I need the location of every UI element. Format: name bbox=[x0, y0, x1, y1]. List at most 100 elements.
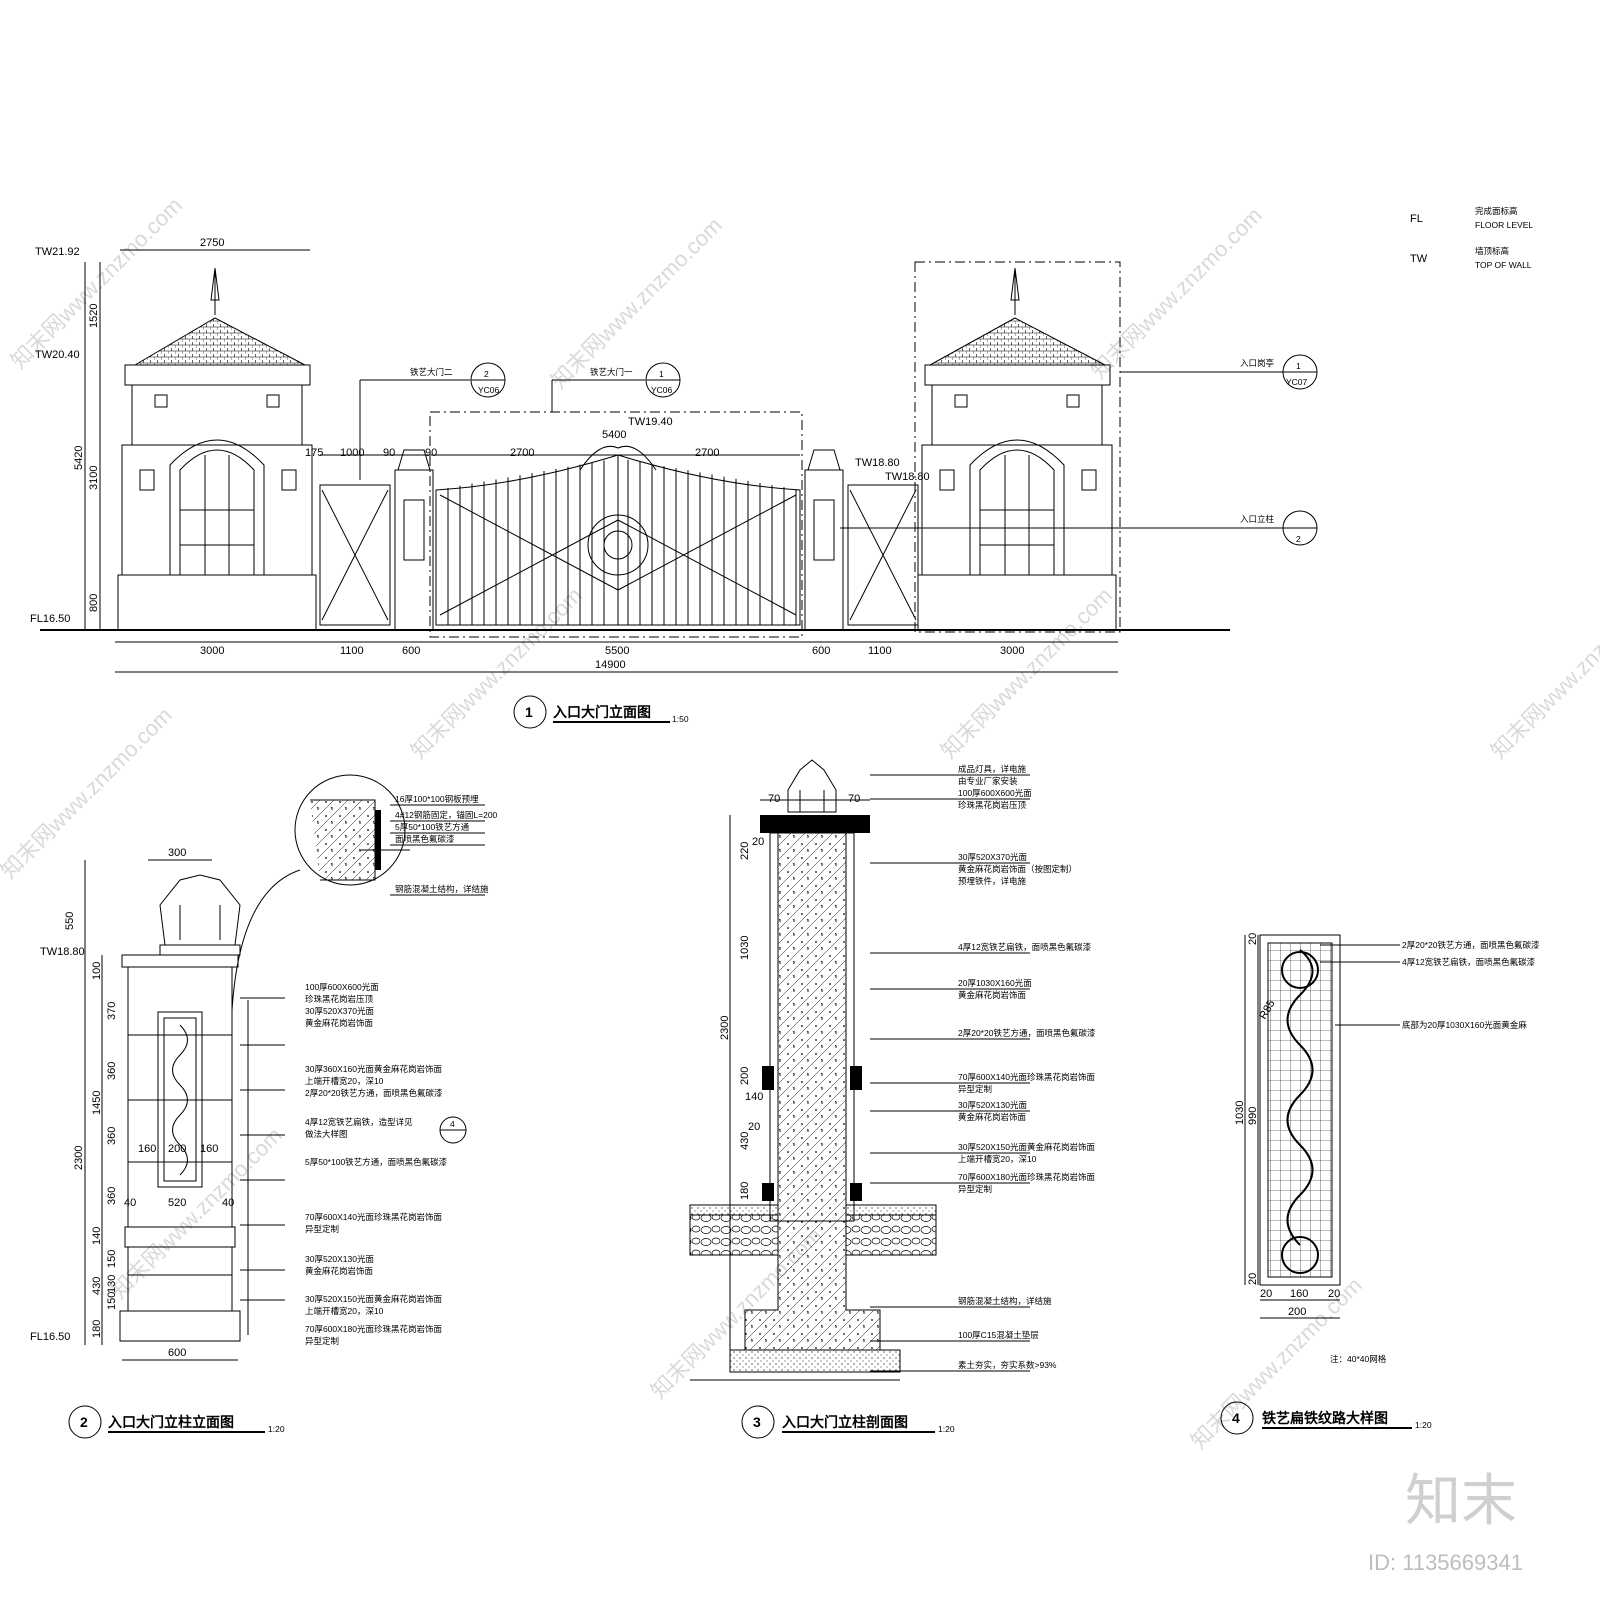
column-detail-note: 钢筋混凝土结构，详结施 bbox=[395, 884, 489, 894]
level-mark: TW21.92 bbox=[35, 246, 80, 258]
column-elev-notes: 100厚600X600光面珍珠黑花岗岩压顶30厚520X370光面黄金麻花岗岩饰… bbox=[305, 794, 498, 1346]
section-note: 100厚600X600光面 bbox=[958, 788, 1032, 798]
dim-left: 360 bbox=[106, 1127, 118, 1145]
section-note: 上端开槽宽20，深10 bbox=[958, 1154, 1037, 1164]
dim-top: 2750 bbox=[200, 237, 224, 249]
dim-bottom: 600 bbox=[402, 645, 420, 657]
callout-entrance-column: 入口立柱 2 bbox=[840, 510, 1318, 546]
section-note: 黄金麻花岗岩饰面（按图定制） bbox=[958, 864, 1077, 874]
dim-bottom: 5500 bbox=[605, 645, 629, 657]
title-number: 3 bbox=[753, 1414, 761, 1430]
dim-left: 1450 bbox=[91, 1091, 103, 1115]
title-marker bbox=[1220, 1401, 1254, 1435]
main-iron-gate bbox=[435, 445, 801, 626]
dim-top: 5400 bbox=[602, 429, 626, 441]
section-dim: 220 bbox=[739, 842, 751, 860]
dim-left: 150 bbox=[106, 1292, 118, 1310]
left-gate-column bbox=[394, 469, 434, 631]
svg-text:YC07: YC07 bbox=[1286, 377, 1308, 387]
dim-total: 14900 bbox=[595, 659, 626, 671]
dim-left: 1520 bbox=[88, 304, 100, 328]
level-mark: FL16.50 bbox=[30, 613, 70, 625]
section-note: 异型定制 bbox=[958, 1084, 992, 1094]
section-note: 黄金麻花岗岩饰面 bbox=[958, 990, 1027, 1000]
dim-left: 360 bbox=[106, 1062, 118, 1080]
title-number: 1 bbox=[525, 704, 533, 720]
legend-en-tw: TOP OF WALL bbox=[1475, 260, 1532, 270]
dim-inner: 40 bbox=[222, 1197, 234, 1209]
drawing-title: 入口大门立面图 bbox=[553, 704, 651, 720]
detail-ref-number: 4 bbox=[450, 1119, 455, 1129]
section-note: 30厚520X370光面 bbox=[958, 852, 1027, 862]
section-dim: 140 bbox=[745, 1091, 763, 1103]
gate-outline bbox=[429, 411, 803, 638]
level-mark: TW18.80 bbox=[40, 946, 85, 958]
title-number: 4 bbox=[1232, 1410, 1240, 1426]
svg-text:入口岗亭: 入口岗亭 bbox=[1240, 358, 1274, 368]
dim-inner: 40 bbox=[124, 1197, 136, 1209]
column-elev-note: 5厚50*100铁艺方通，面喷黑色氟碳漆 bbox=[305, 1157, 448, 1167]
dim-top: 2700 bbox=[695, 447, 719, 459]
brand-watermark: 知末 bbox=[1405, 1469, 1517, 1534]
section-note: 30厚520X130光面 bbox=[958, 1100, 1027, 1110]
svg-text:入口立柱: 入口立柱 bbox=[1240, 514, 1275, 524]
section-dim: 430 bbox=[739, 1132, 751, 1150]
left-guard-house bbox=[117, 267, 317, 631]
column-elev-note: 黄金麻花岗岩饰面 bbox=[305, 1018, 374, 1028]
section-note: 4厚12宽铁艺扁铁，面喷黑色氟碳漆 bbox=[958, 942, 1092, 952]
right-side-gate bbox=[847, 484, 919, 626]
legend-cn-fl: 完成面标高 bbox=[1475, 206, 1518, 216]
column-elev-note: 30厚520X130光面 bbox=[305, 1254, 374, 1264]
dim-left: 1030 bbox=[1234, 1101, 1246, 1125]
title-marker bbox=[741, 1405, 775, 1439]
section-note: 成品灯具，详电施 bbox=[958, 764, 1027, 774]
dim-left: 3100 bbox=[88, 466, 100, 490]
drawing-scale: 1:20 bbox=[1415, 1420, 1432, 1430]
dim-left: 2300 bbox=[73, 1146, 85, 1170]
level-mark: TW19.40 bbox=[628, 416, 673, 428]
legend-code-tw: TW bbox=[1410, 253, 1428, 265]
section-note: 异型定制 bbox=[958, 1184, 992, 1194]
dim-top: 90 bbox=[383, 447, 395, 459]
dim-left: 370 bbox=[106, 1002, 118, 1020]
dim-bottom: 160 bbox=[1290, 1288, 1308, 1300]
section-note: 100厚C15混凝土垫层 bbox=[958, 1330, 1039, 1340]
section-note: 30厚520X150光面黄金麻花岗岩饰面 bbox=[958, 1142, 1095, 1152]
dim-left: 360 bbox=[106, 1187, 118, 1205]
section-dim: 70 bbox=[768, 793, 780, 805]
section-note: 70厚600X140光面珍珠黑花岗岩饰面 bbox=[958, 1072, 1095, 1082]
dim-bottom: 200 bbox=[1288, 1306, 1306, 1318]
section-notes: 成品灯具，详电施由专业厂家安装100厚600X600光面珍珠黑花岗岩压顶30厚5… bbox=[870, 764, 1096, 1372]
svg-text:铁艺大门一: 铁艺大门一 bbox=[590, 367, 633, 377]
column-detail-note: 面喷黑色氟碳漆 bbox=[395, 834, 455, 844]
section-note: 2厚20*20铁艺方通，面喷黑色氟碳漆 bbox=[958, 1028, 1096, 1038]
watermark-text: 知末网www.znzmo.com bbox=[936, 582, 1117, 763]
title-number: 2 bbox=[80, 1414, 88, 1430]
gate-elevation: 2750 175 1000 90 90 2700 5400 2700 1520 … bbox=[30, 237, 1318, 729]
column-elev-note: 100厚600X600光面 bbox=[305, 982, 379, 992]
column-detail-note: 16厚100*100钢板预埋 bbox=[395, 794, 479, 804]
ornament-grid-note: 注：40*40网格 bbox=[1330, 1354, 1387, 1364]
level-mark: TW18.80 bbox=[885, 471, 930, 483]
callout-guard-house: 入口岗亭 1 YC07 bbox=[1120, 354, 1318, 390]
section-dim: 200 bbox=[739, 1067, 751, 1085]
level-mark: TW20.40 bbox=[35, 349, 80, 361]
ornament-note: 底部为20厚1030X160光面黄金麻 bbox=[1402, 1020, 1527, 1030]
gate-bars bbox=[447, 459, 797, 625]
detail-bubble bbox=[294, 774, 406, 886]
watermark-text: 知末网www.znzmo.com bbox=[1086, 202, 1267, 383]
dim-top: 90 bbox=[425, 447, 437, 459]
watermark-text: 知末网www.znzmo.com bbox=[546, 212, 727, 393]
dim-left: 150 bbox=[106, 1250, 118, 1268]
svg-text:2: 2 bbox=[1296, 534, 1301, 544]
dim-top: 300 bbox=[168, 847, 186, 859]
dim-left: 20 bbox=[1247, 933, 1259, 945]
column-elev-note: 4厚12宽铁艺扁铁，造型详见 bbox=[305, 1117, 413, 1127]
column-detail-note: 5厚50*100铁艺方通 bbox=[395, 822, 470, 832]
section-dim: 2300 bbox=[719, 1016, 731, 1040]
column-elev-note: 黄金麻花岗岩饰面 bbox=[305, 1266, 374, 1276]
svg-text:1: 1 bbox=[1296, 361, 1301, 371]
column-elev-note: 异型定制 bbox=[305, 1336, 339, 1346]
